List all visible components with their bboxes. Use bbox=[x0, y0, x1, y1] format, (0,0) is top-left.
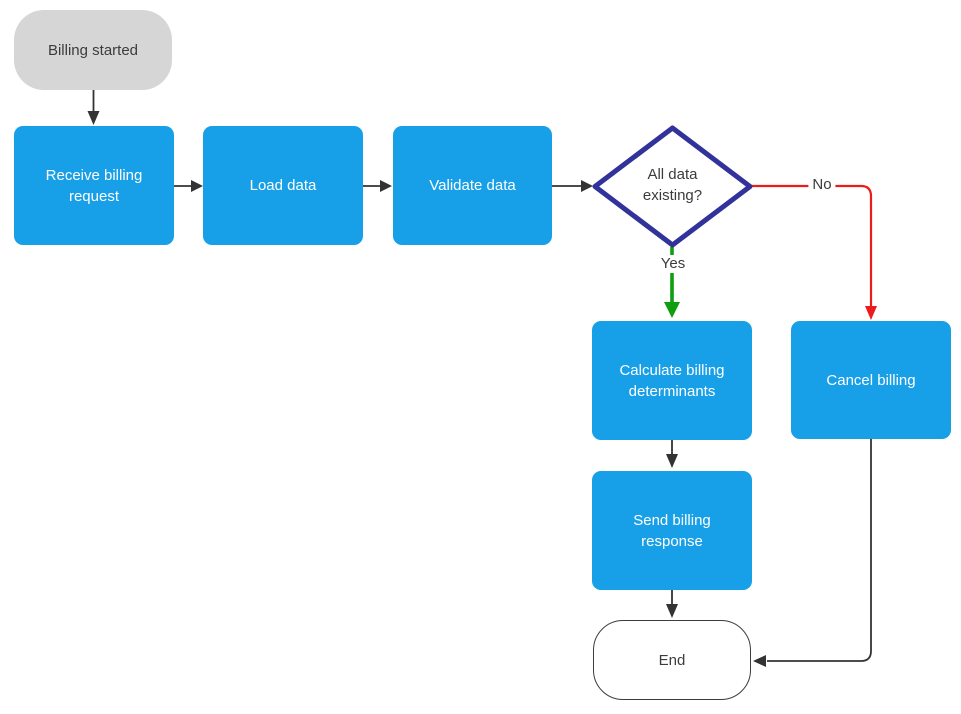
edge-label-yes: Yes bbox=[656, 255, 690, 273]
node-billing-started: Billing started bbox=[14, 10, 172, 90]
edge-decision-to-cancel-no bbox=[750, 184, 873, 307]
node-label-end: End bbox=[658, 651, 686, 669]
node-label-load-data: Load data bbox=[249, 177, 317, 194]
node-label-validate-data: Validate data bbox=[429, 177, 516, 194]
node-label-cancel-billing: Cancel billing bbox=[826, 371, 916, 389]
node-label-send-billing-response: Send billing response bbox=[633, 511, 711, 550]
arrowhead-send-to-end bbox=[666, 604, 678, 618]
node-label-calculate-billing-determinants: Calculate billing determinants bbox=[619, 361, 725, 400]
arrowhead-load-to-validate bbox=[380, 180, 392, 192]
arrowhead-decision-to-calculate bbox=[664, 302, 680, 318]
arrowhead-cancel-to-end bbox=[753, 655, 766, 667]
edge-label-no: No bbox=[808, 176, 836, 194]
node-label-billing-started: Billing started bbox=[47, 41, 139, 59]
node-label-all-data-existing: All data existing? bbox=[625, 164, 720, 206]
node-receive-billing-request: Receive billing request bbox=[14, 126, 174, 245]
node-cancel-billing: Cancel billing bbox=[791, 321, 951, 439]
node-send-billing-response: Send billing response bbox=[592, 471, 752, 590]
arrowhead-decision-to-cancel bbox=[865, 306, 877, 320]
arrowhead-receive-to-load bbox=[191, 180, 203, 192]
node-end: End bbox=[593, 620, 751, 700]
node-validate-data: Validate data bbox=[393, 126, 552, 245]
node-decision-shape bbox=[592, 125, 753, 248]
arrowhead-start-to-receive bbox=[87, 111, 100, 125]
node-load-data: Load data bbox=[203, 126, 363, 245]
node-calculate-billing-determinants: Calculate billing determinants bbox=[592, 321, 752, 440]
edge-cancel-to-end bbox=[767, 439, 872, 662]
arrowhead-calculate-to-send bbox=[666, 454, 678, 468]
decision-question-text: All data existing? bbox=[642, 166, 703, 204]
arrowhead-validate-to-decision bbox=[581, 180, 593, 192]
node-label-receive-billing-request: Receive billing request bbox=[45, 166, 143, 205]
